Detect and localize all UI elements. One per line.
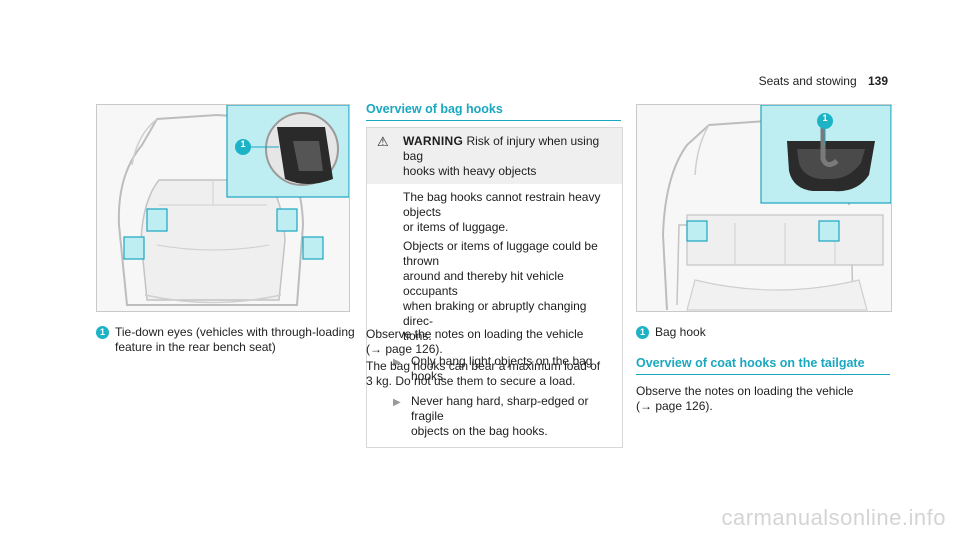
watermark: carmanualsonline.info	[721, 505, 946, 530]
page-number: 139	[867, 74, 888, 88]
loading-notes-text: Observe the notes on loading the vehicle…	[366, 327, 601, 388]
trunk-illustration	[117, 105, 349, 306]
warning-title: Risk of injury when using bag	[403, 134, 600, 163]
warning-text: around and thereby hit vehicle occupants	[403, 269, 564, 298]
page-reference-link[interactable]: (→ page 126).	[636, 399, 713, 413]
section-title-coat-hooks: Overview of coat hooks on the tailgate	[636, 356, 890, 375]
warning-text: tions.	[403, 329, 432, 343]
tie-down-highlight-upper-right	[276, 208, 298, 232]
callout-badge	[817, 113, 833, 129]
tie-down-highlight-lower-left	[123, 236, 145, 260]
caption-text: Bag hook	[655, 325, 706, 339]
section-name: Seats and stowing	[758, 74, 857, 88]
bag-hook-highlight-right	[818, 220, 840, 242]
callout-number: 1	[822, 113, 828, 123]
figure-bag-hooks: 1	[636, 104, 892, 312]
warning-text: when braking or abruptly changing direc-	[403, 299, 587, 328]
warning-bullet: ▶ Never hang hard, sharp-edged or fragil…	[393, 394, 589, 438]
warning-body: The bag hooks cannot restrain heavy obje…	[367, 184, 622, 447]
warning-triangle-icon: ⚠	[377, 134, 389, 149]
caption-line: Tie-down eyes (vehicles with through-loa…	[115, 325, 355, 339]
warning-bullet: ▶ Only hang light objects on the bag hoo…	[393, 354, 593, 383]
callout-badge	[235, 139, 251, 155]
warning-title: hooks with heavy objects	[403, 164, 537, 178]
caption-number-badge: 1	[636, 326, 649, 339]
warning-box: ⚠ WARNING Risk of injury when using bag …	[366, 127, 623, 448]
warning-label: WARNING	[403, 134, 464, 148]
bullet-arrow-icon: ▶	[393, 397, 401, 408]
caption-bag-hook: 1 Bag hook	[636, 325, 706, 340]
figure-trunk-tie-down: 1	[96, 104, 350, 312]
trunk-bag-hook-illustration	[661, 105, 891, 311]
caption-line: feature in the rear bench seat)	[115, 340, 276, 354]
bullet-arrow-icon: ▶	[393, 357, 401, 368]
callout-number: 1	[240, 139, 246, 149]
warning-text: Objects or items of luggage could be thr…	[403, 239, 598, 268]
page-header: Seats and stowing 139	[759, 74, 888, 88]
coat-hook-notes-text: Observe the notes on loading the vehicle…	[636, 384, 854, 413]
page-reference-link[interactable]: (→ page 126).	[366, 342, 443, 356]
warning-text: or items of luggage.	[403, 220, 509, 234]
caption-number-badge: 1	[96, 326, 109, 339]
bag-hook-highlight-left	[686, 220, 708, 242]
tie-down-highlight-upper-left	[146, 208, 168, 232]
warning-header: ⚠ WARNING Risk of injury when using bag …	[367, 128, 622, 184]
tie-down-highlight-lower-right	[302, 236, 324, 260]
section-title-bag-hooks: Overview of bag hooks	[366, 102, 621, 121]
caption-tie-down: 1 Tie-down eyes (vehicles with through-l…	[96, 325, 366, 355]
warning-text: The bag hooks cannot restrain heavy obje…	[403, 190, 601, 219]
